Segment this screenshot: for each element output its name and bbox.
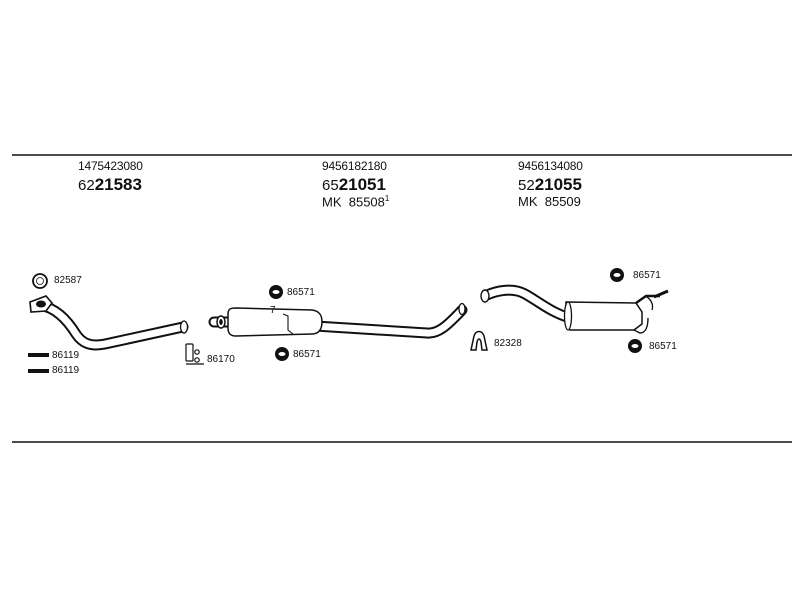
group-3-mk-number: 85509	[544, 194, 581, 209]
group-2-part-number: 6521051	[322, 176, 386, 193]
callout-bolt-a: 86119	[52, 350, 80, 361]
group-2-mk: MK 855081	[322, 194, 390, 210]
group-2-mk-number: 85508	[348, 194, 385, 210]
group-3-prefix: 52	[518, 177, 535, 194]
group-1-prefix: 62	[78, 177, 95, 194]
group-3-mk: MK 85509	[518, 195, 581, 208]
group-3-number: 21055	[534, 175, 582, 194]
callout-rear-ring-top: 86571	[633, 270, 661, 281]
group-2-mk-sup: 1	[384, 194, 390, 203]
callout-mid-ring-bottom: 86571	[293, 349, 321, 360]
group-3-mk-prefix: MK	[518, 194, 538, 209]
group-2-code: 9456182180	[322, 159, 387, 173]
callout-bolt-b: 86119	[52, 365, 80, 376]
group-3-code: 9456134080	[518, 159, 583, 173]
callout-mid-ring-top: 86571	[287, 287, 315, 298]
callout-mid-marker: 7	[270, 305, 276, 316]
middle-muffler	[216, 302, 466, 337]
group-1-code: 1475423080	[78, 159, 143, 173]
group-2-mk-prefix: MK	[322, 194, 342, 210]
callout-hanger: 82328	[494, 338, 522, 349]
front-flange	[29, 295, 54, 313]
rear-pipe	[480, 284, 576, 324]
rear-muffler	[563, 289, 669, 334]
group-1-number: 21583	[94, 175, 142, 194]
group-3-part-number: 5221055	[518, 176, 582, 193]
rubber-ring-icon	[269, 285, 289, 361]
callout-clamp: 86170	[207, 354, 235, 365]
front-pipe	[34, 299, 189, 351]
gasket-ring-icon	[32, 273, 48, 289]
clamp-icon	[185, 343, 204, 365]
hanger-icon	[470, 330, 488, 351]
group-1-part-number: 6221583	[78, 176, 142, 193]
bolt-icon	[28, 353, 49, 373]
group-2-prefix: 65	[322, 177, 339, 194]
rear-rubber-ring-icon	[610, 268, 642, 353]
callout-rear-ring-bottom: 86571	[649, 341, 677, 352]
callout-gasket: 82587	[54, 275, 82, 286]
group-2-number: 21051	[338, 175, 386, 194]
